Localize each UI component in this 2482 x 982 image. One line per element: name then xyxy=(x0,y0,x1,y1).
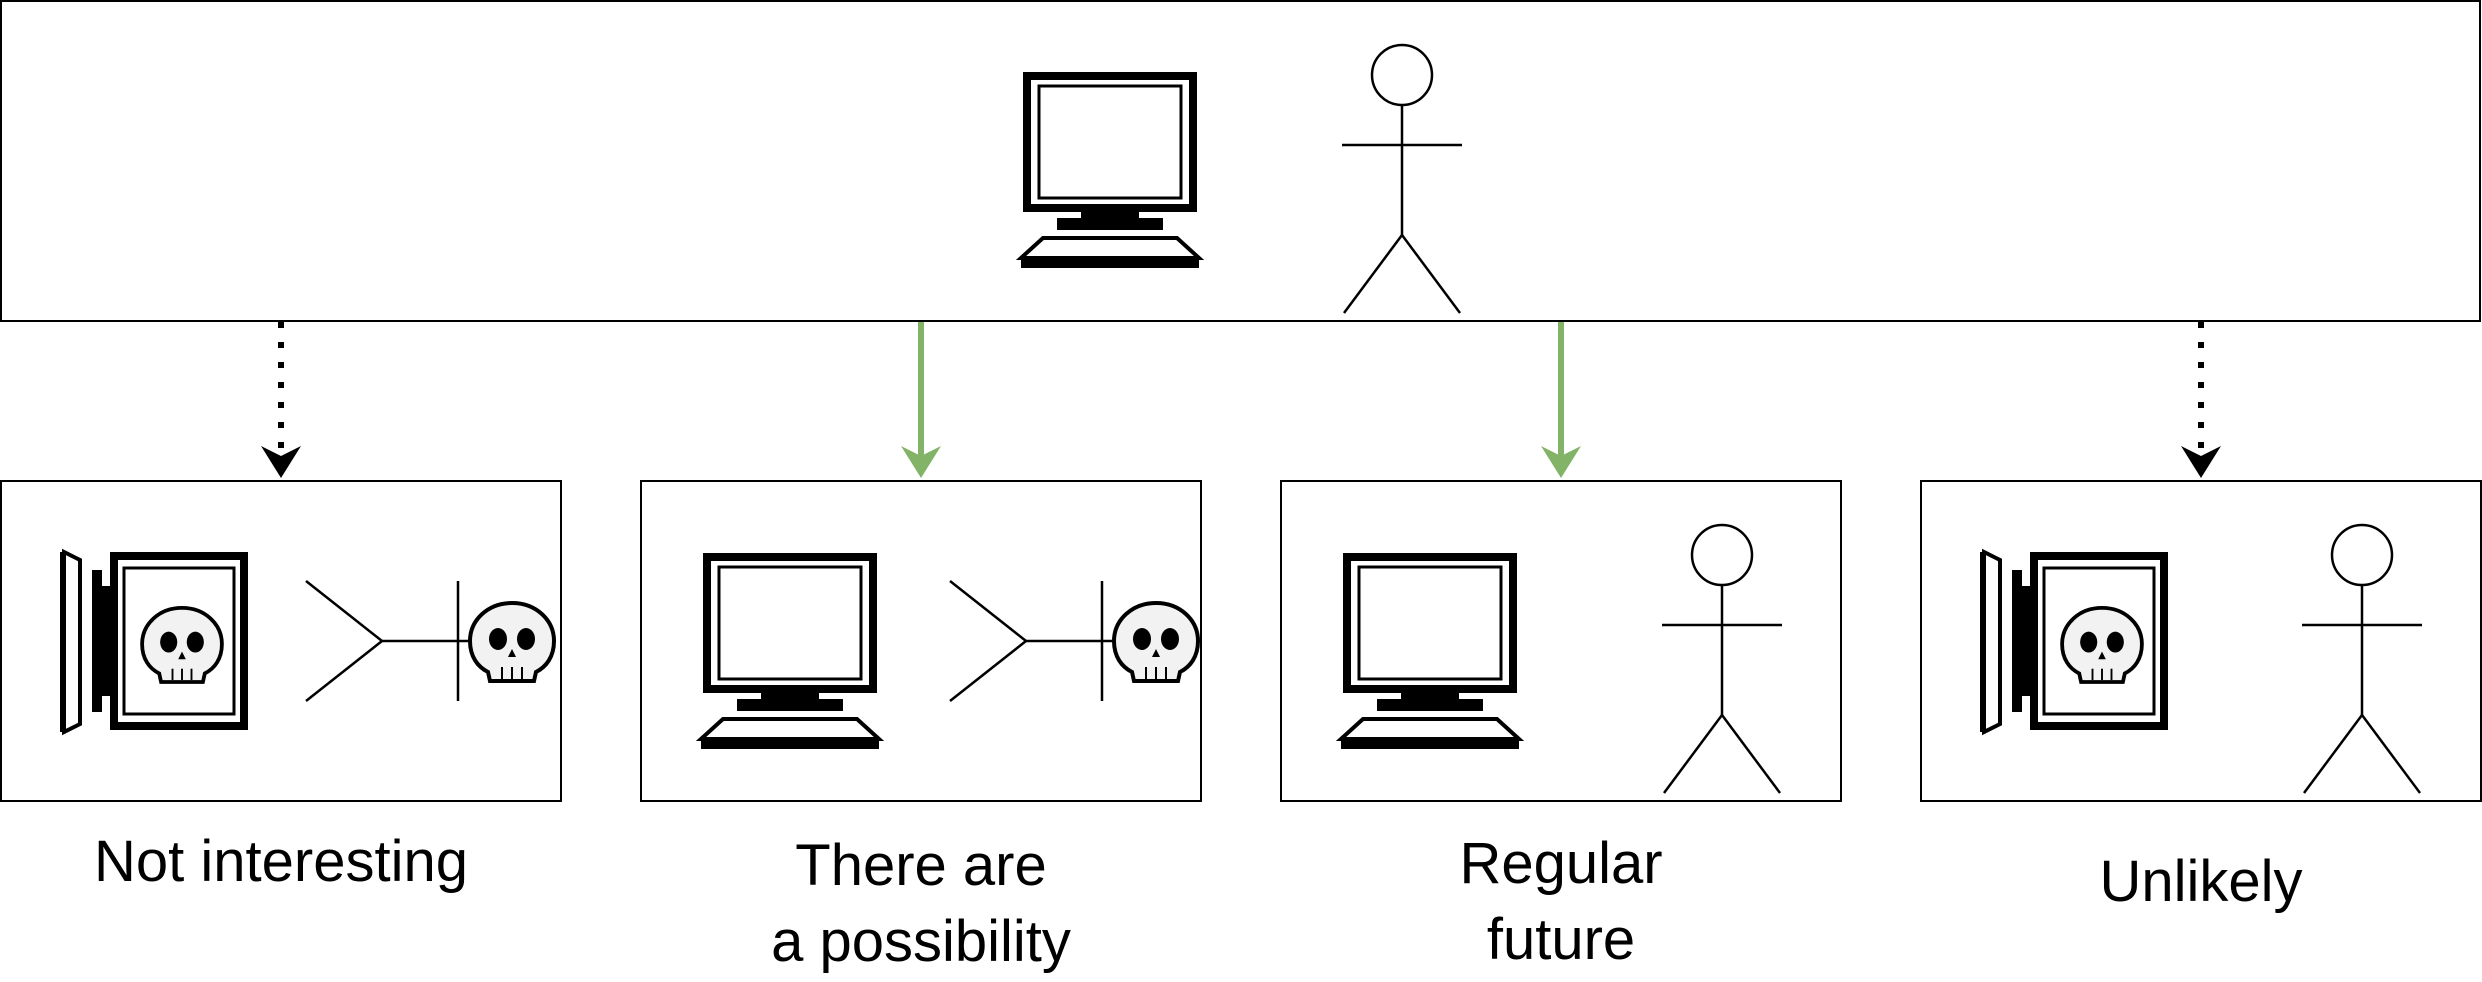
scenario-box-unlikely xyxy=(1920,480,2482,802)
label-unlikely: Unlikely xyxy=(1921,844,2481,920)
arrow-not-interesting xyxy=(261,322,301,478)
label-not-interesting: Not interesting xyxy=(1,824,561,900)
arrow-regular-future xyxy=(1541,322,1581,478)
label-line-1: Regular xyxy=(1459,831,1663,896)
arrow-unlikely xyxy=(2181,322,2221,478)
label-line-1: Unlikely xyxy=(2099,849,2303,914)
scenario-box-regular-future xyxy=(1280,480,1842,802)
current-state-box xyxy=(0,0,2481,322)
label-line-1: There are xyxy=(795,833,1047,898)
label-regular-future: Regular future xyxy=(1281,826,1841,978)
label-line-2: future xyxy=(1486,907,1636,972)
label-line-1: Not interesting xyxy=(94,829,468,894)
label-possibility: There are a possibility xyxy=(641,828,1201,980)
arrow-possibility xyxy=(901,322,941,478)
label-line-2: a possibility xyxy=(771,909,1071,974)
